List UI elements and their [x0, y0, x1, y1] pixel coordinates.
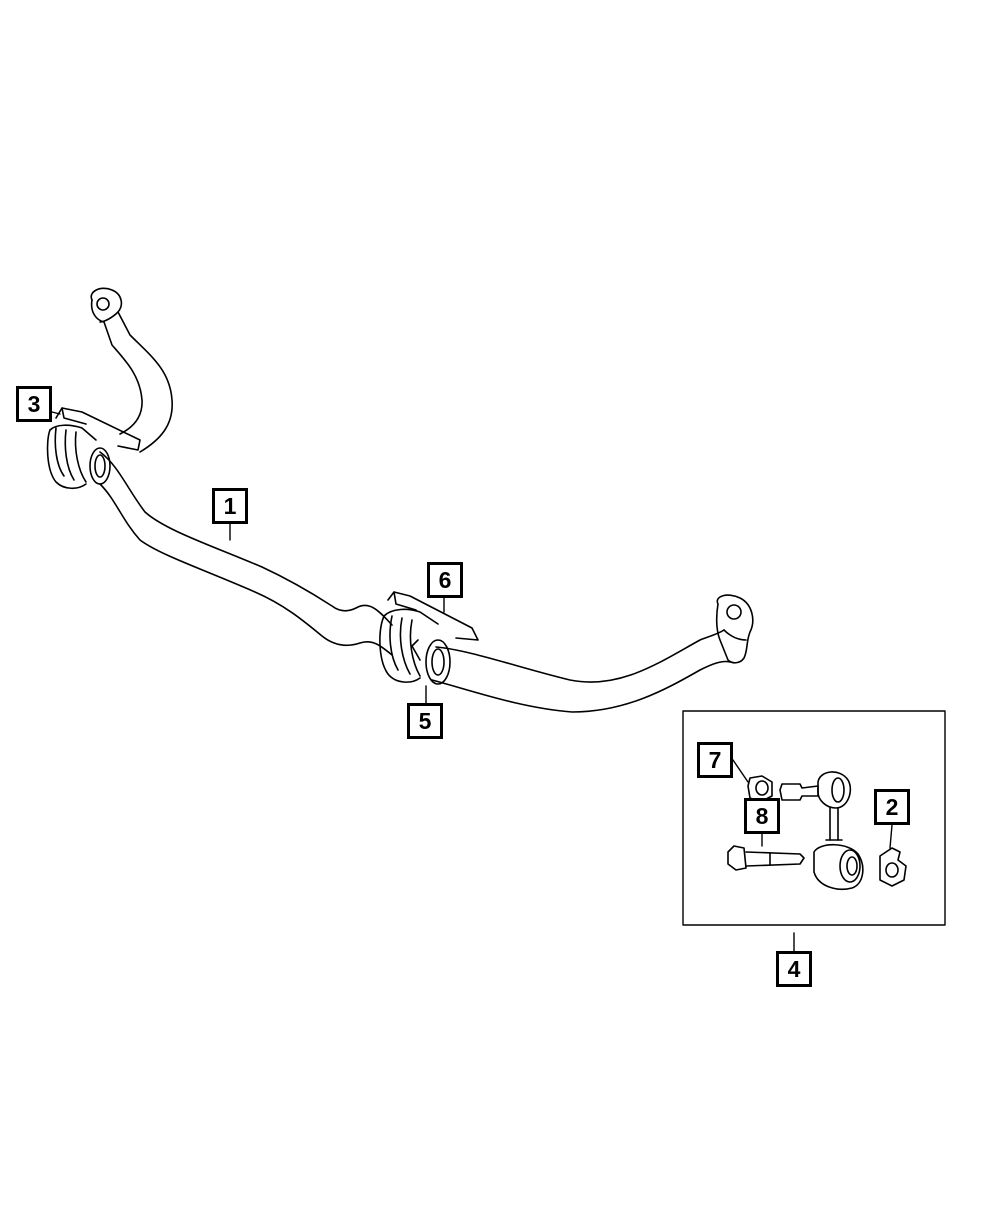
left-bushing-bracket	[46, 407, 141, 490]
callout-6: 6	[427, 562, 463, 598]
stabilizer-bar	[90, 287, 754, 713]
callout-8: 8	[744, 798, 780, 834]
center-bushing-bracket	[379, 591, 479, 685]
callout-4: 4	[776, 951, 812, 987]
link-kit-box	[682, 710, 946, 926]
callout-3: 3	[16, 386, 52, 422]
flag-nut	[879, 847, 907, 887]
callout-5: 5	[407, 703, 443, 739]
callout-2: 2	[874, 789, 910, 825]
leader-lines	[51, 411, 893, 952]
link-bolt	[727, 845, 805, 871]
callout-1: 1	[212, 488, 248, 524]
stabilizer-link	[779, 771, 864, 890]
callout-7: 7	[697, 742, 733, 778]
